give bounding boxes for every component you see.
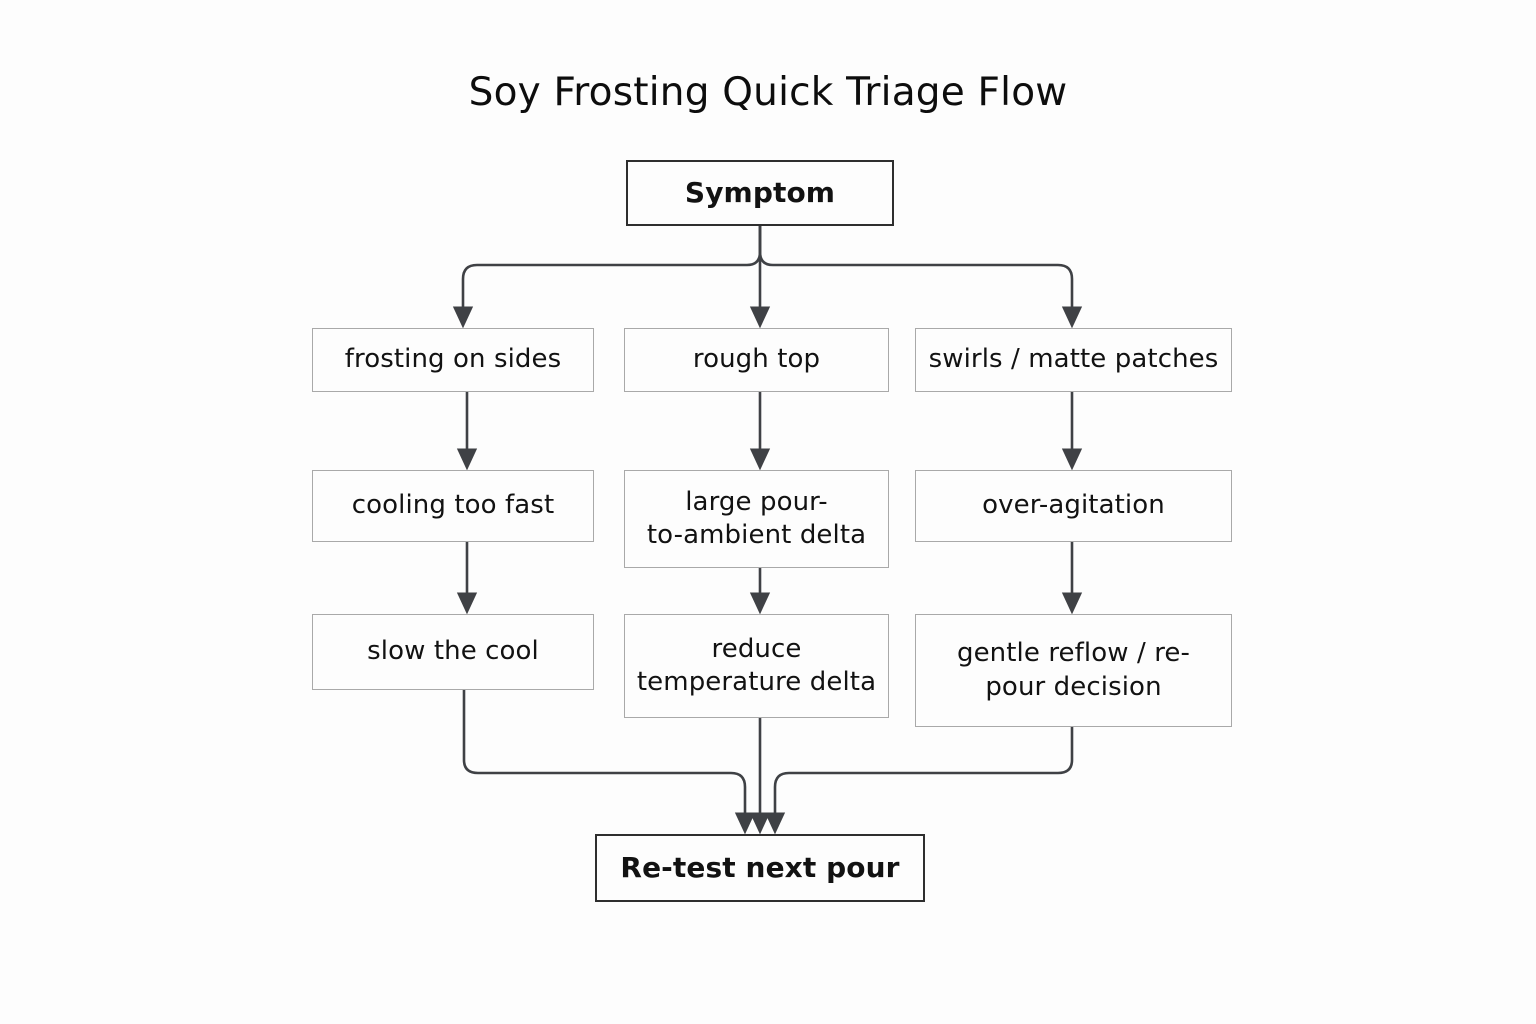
node-slow_cool-label: slow the cool [367,636,539,667]
node-reflow_repour[interactable]: gentle reflow / re- pour decision [915,614,1232,727]
node-cooling_fast-label: cooling too fast [351,490,555,521]
node-symptom-label: Symptom [684,176,836,210]
node-pour_delta[interactable]: large pour- to-ambient delta [624,470,889,568]
node-retest-label: Re-test next pour [620,851,900,885]
node-swirls_matte[interactable]: swirls / matte patches [915,328,1232,392]
node-frosting_sides-label: frosting on sides [344,344,562,375]
node-symptom[interactable]: Symptom [626,160,894,226]
node-reduce_delta-label: reduce temperature delta [636,633,877,697]
node-over_agitation[interactable]: over-agitation [915,470,1232,542]
node-cooling_fast[interactable]: cooling too fast [312,470,594,542]
node-swirls_matte-label: swirls / matte patches [928,344,1219,375]
node-pour_delta-label: large pour- to-ambient delta [646,486,867,550]
node-rough_top[interactable]: rough top [624,328,889,392]
node-retest[interactable]: Re-test next pour [595,834,925,902]
node-over_agitation-label: over-agitation [982,490,1165,521]
edge-symptom-swirls-matte [758,226,1083,329]
node-reduce_delta[interactable]: reduce temperature delta [624,614,889,718]
node-rough_top-label: rough top [692,344,821,375]
node-frosting_sides[interactable]: frosting on sides [312,328,594,392]
node-slow_cool[interactable]: slow the cool [312,614,594,690]
edge-reflow-repour-retest [764,727,1074,835]
edge-symptom-frosting-sides [452,226,762,329]
node-reflow_repour-label: gentle reflow / re- pour decision [956,638,1190,702]
page-title: Soy Frosting Quick Triage Flow [468,70,1068,115]
